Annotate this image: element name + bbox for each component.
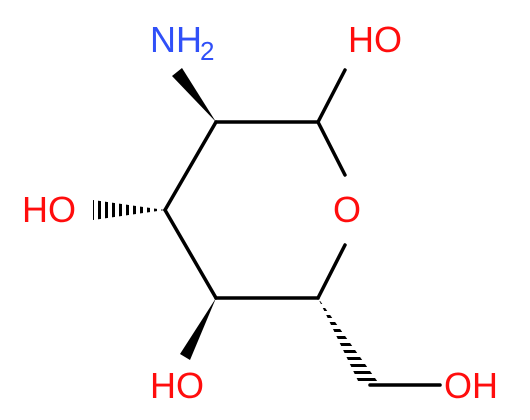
- bond-o-c1: [316, 120, 347, 177]
- anomeric-hydroxyl-label: HO: [348, 19, 402, 60]
- bond-c1-oh: [316, 68, 347, 124]
- c3-hydroxyl-label: HO: [22, 189, 76, 230]
- bond-c3-c4: [163, 208, 218, 300]
- bond-c2-c3: [163, 120, 218, 212]
- c6-hydroxyl-label: OH: [444, 365, 498, 406]
- ring-oxygen-label: O: [333, 189, 361, 230]
- c4-hydroxyl-label: HO: [150, 365, 204, 406]
- wedge-bond-c4-oh: [180, 298, 216, 360]
- ring-bonds: [163, 68, 442, 387]
- amine-label: NH: [150, 19, 202, 60]
- amine-subscript: 2: [200, 36, 214, 66]
- hash-bond-c3-oh: [93, 200, 165, 220]
- hash-bond-c5-c6: [318, 298, 380, 385]
- bond-c5-o: [316, 243, 347, 300]
- wedge-bond-c2-nh2: [172, 68, 216, 122]
